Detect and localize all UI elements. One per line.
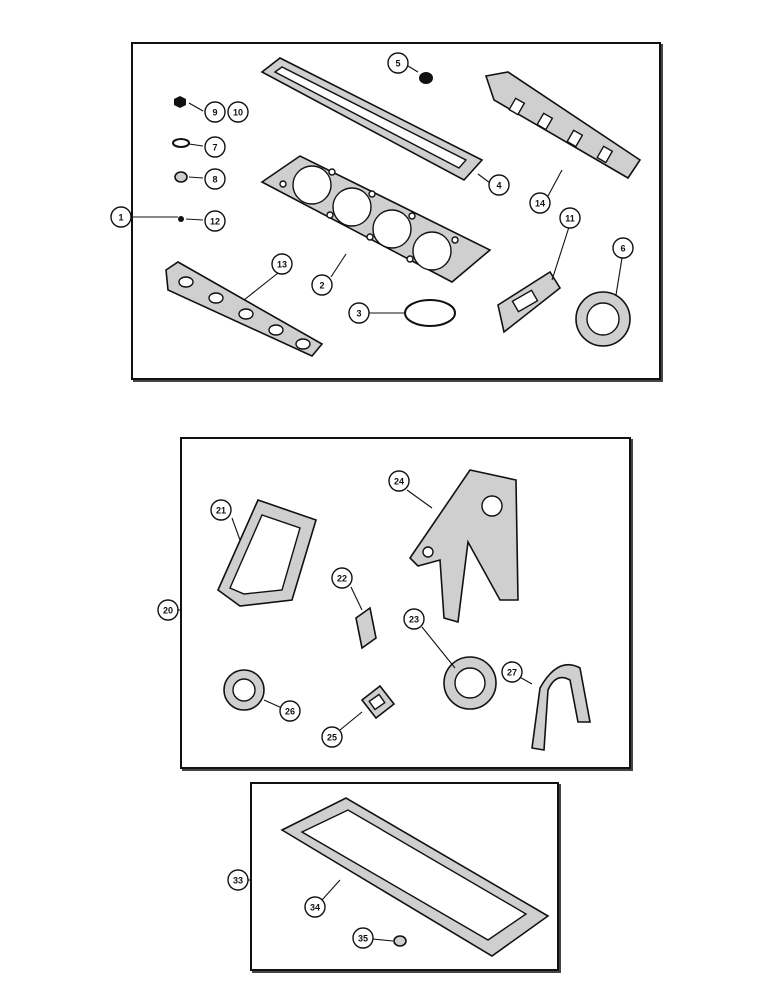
rocker-cover-gasket	[260, 57, 484, 182]
thermostat-gasket	[575, 291, 631, 347]
drain-plug-gasket	[393, 935, 407, 947]
intake-manifold-gasket	[165, 261, 324, 357]
svg-text:6: 6	[620, 244, 625, 254]
washer-part	[172, 138, 190, 148]
callout-9: 9	[204, 101, 226, 123]
callout-14: 14	[529, 192, 551, 214]
kit-frame-lower	[180, 437, 631, 769]
fuel-pump-gasket	[223, 669, 265, 711]
svg-text:2: 2	[319, 281, 324, 291]
svg-text:24: 24	[394, 477, 404, 487]
front-plate-gasket	[408, 469, 519, 624]
exhaust-manifold-gasket	[484, 71, 642, 180]
svg-text:9: 9	[212, 108, 217, 118]
svg-text:1: 1	[118, 213, 123, 223]
nut-part	[174, 96, 186, 108]
water-outlet-gasket	[497, 270, 562, 334]
callout-3: 3	[348, 302, 370, 324]
callout-22: 22	[331, 567, 353, 589]
callout-24: 24	[388, 470, 410, 492]
svg-text:3: 3	[356, 309, 361, 319]
callout-27: 27	[501, 661, 523, 683]
svg-text:4: 4	[496, 181, 501, 191]
oil-pan-gasket	[280, 797, 550, 957]
svg-text:26: 26	[285, 707, 295, 717]
timing-cover-gasket	[217, 499, 317, 607]
svg-text:27: 27	[507, 668, 517, 678]
rear-main-seal	[531, 663, 591, 751]
callout-21: 21	[210, 499, 232, 521]
kit-frame-pan	[250, 782, 559, 971]
svg-text:7: 7	[212, 143, 217, 153]
small-cover-gasket	[360, 684, 396, 720]
svg-text:25: 25	[327, 733, 337, 743]
callout-10: 10	[227, 101, 249, 123]
callout-2: 2	[311, 274, 333, 296]
kit-frame-upper	[131, 42, 661, 380]
rear-seal-gasket	[443, 656, 497, 710]
callout-34: 34	[304, 896, 326, 918]
callout-23: 23	[403, 608, 425, 630]
o-ring	[404, 299, 456, 327]
svg-text:11: 11	[565, 214, 575, 224]
callout-25: 25	[321, 726, 343, 748]
seal-part	[178, 216, 184, 222]
callout-12: 12	[204, 210, 226, 232]
svg-text:5: 5	[395, 59, 400, 69]
water-pump-gasket	[355, 606, 377, 650]
svg-text:13: 13	[277, 260, 287, 270]
callout-26: 26	[279, 700, 301, 722]
leader-lines	[133, 65, 623, 942]
plug-part	[419, 72, 433, 84]
svg-text:21: 21	[216, 506, 226, 516]
svg-text:20: 20	[163, 606, 173, 616]
svg-text:14: 14	[535, 199, 545, 209]
svg-text:22: 22	[337, 574, 347, 584]
svg-text:10: 10	[233, 108, 243, 118]
svg-text:33: 33	[233, 876, 243, 886]
callout-7: 7	[204, 136, 226, 158]
svg-text:35: 35	[358, 934, 368, 944]
callout-8: 8	[204, 168, 226, 190]
svg-text:12: 12	[210, 217, 220, 227]
kit-callout-1: 1	[110, 206, 132, 228]
svg-text:23: 23	[409, 615, 419, 625]
kit-callout-20: 20	[157, 599, 179, 621]
seal-ring-part	[174, 171, 188, 183]
callout-6: 6	[612, 237, 634, 259]
cylinder-head-gasket	[260, 155, 492, 283]
svg-text:34: 34	[310, 903, 320, 913]
callout-4: 4	[488, 174, 510, 196]
svg-text:8: 8	[212, 175, 217, 185]
callout-13: 13	[271, 253, 293, 275]
kit-callout-33: 33	[227, 869, 249, 891]
callout-11: 11	[559, 207, 581, 229]
callout-35: 35	[352, 927, 374, 949]
callout-5: 5	[387, 52, 409, 74]
